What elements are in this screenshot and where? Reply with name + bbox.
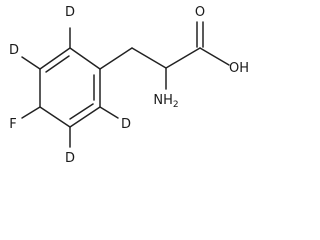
bond-ch2-to-alpha-carbon (131, 47, 167, 69)
fluorine-label: F (9, 117, 16, 132)
amine-nh-text: NH (153, 93, 173, 108)
d-lower-left-label: D (65, 151, 75, 166)
bond-carboxyl-to-hydroxyl (199, 47, 230, 66)
ring-double-bond-lower (69, 103, 94, 120)
amine-subscript-text: 2 (173, 100, 179, 110)
bond-to-fluorine (21, 106, 41, 119)
d-top-label: D (65, 5, 75, 20)
ring-double-bond-upper-left (45, 55, 70, 73)
bond-alpha-carbon-to-carboxyl (165, 47, 201, 69)
ring-bond-bottom-left (39, 106, 71, 128)
ring-bond-top-left (39, 47, 71, 70)
oxygen-carbonyl-label: O (195, 5, 205, 20)
ring-bond-top-right (69, 47, 101, 70)
structure-canvas: D D F D D O OH NH2 (9, 5, 249, 166)
bond-to-d-right (99, 106, 119, 119)
molecule-drawing: D D F D D O OH NH2 (9, 5, 249, 166)
bond-to-d-upper-left (21, 56, 41, 70)
ring-bond-bottom-right (69, 106, 101, 128)
bond-ring-to-ch2 (99, 47, 133, 70)
d-upper-left-label: D (9, 43, 19, 58)
d-right-label: D (121, 117, 131, 132)
hydroxyl-label: OH (229, 61, 249, 76)
amine-label: NH2 (153, 93, 178, 110)
